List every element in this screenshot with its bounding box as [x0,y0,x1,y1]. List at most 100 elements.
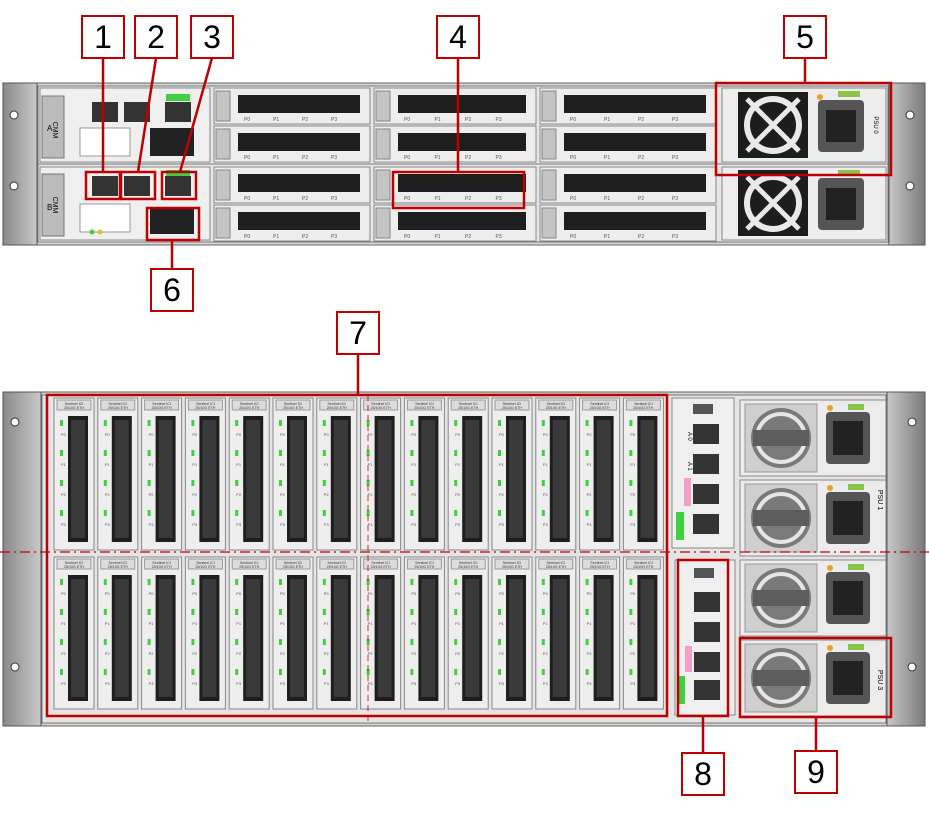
card-sublabel: 25/10G ETH [239,565,259,569]
card-label: Sentinel ICI [634,402,653,406]
port-led [366,669,370,675]
port-label: P2 [236,492,242,497]
port-label: P3 [105,681,111,686]
power-inlet-socket [833,421,863,455]
card-label: Sentinel ICI [284,402,303,406]
upper-psu-1 [721,166,887,241]
card-sublabel: 25/10G ETH [327,406,347,410]
port-label: P3 [455,522,461,527]
port-label: P3 [236,681,242,686]
port-label: P2 [638,155,644,161]
port-label: P0 [411,591,417,596]
port-led [585,669,589,675]
psu-led [827,485,833,491]
card-connector-inner [246,420,261,538]
rj45-port [693,424,719,444]
card-label: Sentinel ICI [109,561,128,565]
port-label: P3 [324,681,330,686]
card-connector-inner [202,579,217,697]
callout-number: 4 [449,19,467,55]
port-led [410,420,414,426]
card-label-plate [231,558,267,570]
port-label: P0 [543,432,549,437]
port-led [103,480,107,486]
port-label: P1 [604,117,610,123]
card-sublabel: 25/10G ETH [108,565,128,569]
port-label: P0 [570,117,576,123]
card-connector-inner [333,420,348,538]
port-led [191,420,195,426]
psu-label-1: PSU 1 [876,490,883,510]
io-usb [693,404,713,414]
port-label: P2 [324,492,330,497]
port-label: P2 [149,651,155,656]
card-connector-inner [596,420,611,538]
port-label: P2 [630,492,636,497]
status-led [89,229,95,235]
port-led [366,450,370,456]
card-connector-inner [552,420,567,538]
port-led [191,450,195,456]
port-led [235,450,239,456]
power-inlet-socket [833,661,863,695]
card-label-plate [582,399,618,411]
port-label: P0 [236,591,242,596]
io-module-bottom [674,559,736,716]
port-led [322,510,326,516]
rj45-port [124,176,150,196]
card-label-plate [582,558,618,570]
callout-number: 8 [694,756,712,792]
port-label: P2 [543,492,549,497]
port-label: P0 [630,432,636,437]
card-connector-inner [114,420,129,538]
card-label-plate [363,558,399,570]
slot-connector [238,95,360,113]
rj45-port [124,102,150,122]
callout-2: 2 [134,15,178,59]
port-led [191,579,195,585]
slot-connector [238,133,360,151]
psu-handle [838,91,860,97]
slot-connector [564,133,706,151]
port-label: P1 [149,462,155,467]
port-label: P1 [604,155,610,161]
port-led [60,510,63,516]
port-label: P0 [192,591,198,596]
port-label: P2 [192,651,198,656]
slot-connector [398,95,526,113]
port-led [629,450,633,456]
port-led [235,579,239,585]
card-sublabel: 25/10G ETH [633,565,653,569]
port-label: P2 [61,651,67,656]
port-led [454,420,458,426]
upper-chassis: CMM A CMM B [2,82,926,246]
port-led [235,420,239,426]
port-led [60,480,63,486]
port-label: P1 [435,196,441,202]
port-label: P2 [587,651,593,656]
rj45-port [165,102,191,122]
port-led [498,420,501,426]
port-label: P3 [630,681,636,686]
card-sublabel: 25/10G ETH [546,565,566,569]
highlight-psu-top [714,81,893,177]
psu-led [817,94,823,100]
port-label: P3 [411,522,417,527]
slot-latch [215,128,231,160]
card-label-plate [406,399,442,411]
upper-psu-0: PSU 0 [721,87,887,163]
psu-led [827,565,833,571]
port-led [235,480,239,486]
port-led [366,579,370,585]
rj45-port [694,592,720,612]
port-led [585,639,589,645]
port-label: P0 [244,117,250,123]
card-sublabel: 25/10G ETH [590,565,610,569]
card-label-plate [450,399,486,411]
card-label: Sentinel ICI [503,561,522,565]
port-label: P0 [105,432,111,437]
port-label: P2 [455,651,461,656]
port-led [629,510,633,516]
card-connector-inner [71,579,85,697]
port-led [498,609,501,615]
